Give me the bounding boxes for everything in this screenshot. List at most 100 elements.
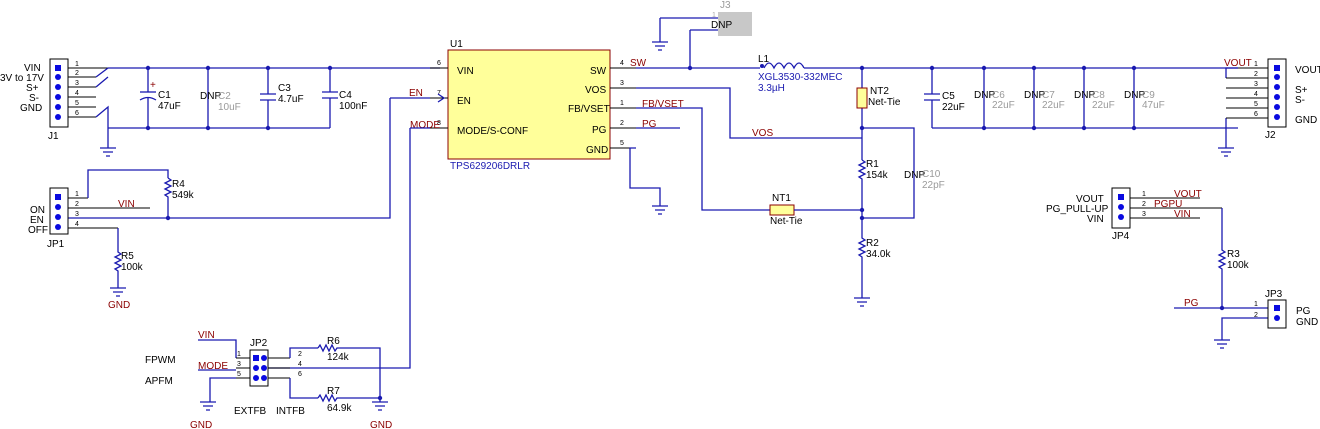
r2-ref: R2 (866, 238, 879, 249)
net-label-fb: FB/VSET (642, 99, 684, 110)
capacitor-c5: C5 22uF (924, 68, 965, 128)
net-label-vos: VOS (752, 128, 773, 139)
u1-pin-vin: VIN (457, 66, 474, 77)
j1-pin3: 3 (75, 80, 79, 87)
net-label-mode-jp2: MODE (198, 361, 228, 372)
c1-plus: + (150, 80, 156, 91)
u1-pinnum-6: 6 (437, 60, 441, 67)
jumper-jp1: 1 2 3 4 ON EN OFF JP1 (28, 187, 150, 250)
net-label-sw: SW (630, 58, 647, 69)
u1-pin-pg: PG (592, 125, 607, 136)
jumper-jp4: 1 2 3 VOUT PG_PULL-UP VIN JP4 VOUT PGPU … (1046, 187, 1222, 242)
jp2-pin3: 3 (237, 361, 241, 368)
net-label-gnd-r5: GND (108, 300, 130, 311)
r6-left-wire (289, 347, 318, 358)
c10-top-wire (862, 127, 915, 138)
u1-pin-sw: SW (590, 66, 607, 77)
jp2-pin5: 5 (237, 371, 241, 378)
jp1-pin4: 4 (75, 221, 79, 228)
net-tie-nt2 (856, 87, 868, 109)
resistor-r1: R1 154k (857, 159, 889, 210)
jp2-pin2: 2 (298, 351, 302, 358)
jp4-pin3: 3 (1142, 211, 1146, 218)
c2-value: 10uF (218, 102, 241, 113)
connector-j3: 1 J3 DNP (652, 0, 752, 71)
j1-label-vin: VIN (24, 63, 41, 74)
u1-pinnum-7: 7 (437, 90, 441, 97)
jp2-label-apfm: APFM (145, 376, 173, 387)
c10-ref: C10 (922, 169, 941, 180)
fb-wire (636, 107, 770, 211)
ground-symbol-u1 (652, 205, 668, 215)
r7-left-wire (289, 378, 318, 399)
l1-part: XGL3530-332MEC (758, 72, 843, 83)
j1-label-sminus: S- (29, 93, 39, 104)
u1-pinnum-5: 5 (620, 140, 624, 147)
net-tie-nt1: NT1 Net-Tie (769, 193, 862, 227)
c8-ref: C8 (1092, 90, 1105, 101)
r7-value: 64.9k (327, 403, 352, 414)
jumper-jp3: PG 1 2 PG GND JP3 (1174, 289, 1318, 349)
vos-wire (636, 87, 862, 139)
j1-pin4: 4 (75, 90, 79, 97)
j2-label-splus: S+ (1295, 85, 1308, 96)
r4-ref: R4 (172, 179, 185, 190)
j2-ref: J2 (1265, 130, 1276, 141)
r2-value: 34.0k (866, 249, 891, 260)
c6-dnp: DNP (974, 90, 995, 101)
jp2-label-fpwm: FPWM (145, 355, 176, 366)
c7-value: 22uF (1042, 100, 1065, 111)
jp2-label-intfb: INTFB (276, 406, 305, 417)
r5-ref: R5 (121, 251, 134, 262)
j1-label-gnd: GND (20, 103, 42, 114)
j1-pin6: 6 (75, 110, 79, 117)
r4-value: 549k (172, 190, 195, 201)
capacitor-c9: DNP C9 47uF (1124, 68, 1165, 128)
r3-ref: R3 (1227, 249, 1240, 260)
net-label-gnd-jp2: GND (190, 420, 212, 429)
jp4-ref: JP4 (1112, 231, 1130, 242)
net-label-vout-j2: VOUT (1224, 58, 1252, 69)
j1-pin2: 2 (75, 70, 79, 77)
capacitor-c8: DNP C8 22uF (1074, 68, 1115, 128)
j3-dnp: DNP (711, 20, 732, 31)
ground-symbol-j1 (100, 147, 116, 157)
r5-value: 100k (121, 262, 144, 273)
u1-pinnum-8: 8 (437, 120, 441, 127)
capacitor-c7: DNP C7 22uF (1024, 68, 1065, 128)
c8-dnp: DNP (1074, 90, 1095, 101)
u1-pinnum-1: 1 (620, 100, 624, 107)
r6-value: 124k (327, 352, 350, 363)
resistor-r4: R4 549k (163, 177, 195, 218)
u1-pin-mode: MODE/S-CONF (457, 126, 528, 137)
r1-value: 154k (866, 170, 889, 181)
capacitor-c4: C4 100nF (322, 68, 367, 128)
j2-pin4: 4 (1254, 91, 1258, 98)
l1-ref: L1 (758, 54, 770, 65)
capacitor-c10: DNP C10 22pF (862, 138, 945, 219)
jp3-pin2: 2 (1254, 312, 1258, 319)
j1-ref: J1 (48, 131, 59, 142)
jumper-jp2: VIN MODE GND 1 2 3 4 5 6 FPWM APFM EXTFB… (145, 330, 305, 429)
j1-label-splus: S+ (26, 83, 39, 94)
c9-value: 47uF (1142, 100, 1165, 111)
r1-ref: R1 (866, 159, 879, 170)
j3-dnp-body (718, 12, 752, 36)
c1-value: 47uF (158, 101, 181, 112)
u1-pinnum-3: 3 (620, 80, 624, 87)
j3-ref: J3 (720, 0, 731, 11)
j2-pin5: 5 (1254, 101, 1258, 108)
jp4-pin1: 1 (1142, 191, 1146, 198)
c6-ref: C6 (992, 90, 1005, 101)
capacitor-c3: C3 4.7uF (260, 68, 304, 128)
u1-pin-gnd: GND (586, 145, 608, 156)
en-to-jp1-wire (68, 98, 391, 219)
c2-dnp: DNP (200, 91, 221, 102)
en-arrow (437, 93, 446, 103)
nt2-part: Net-Tie (868, 97, 901, 108)
u1-part: TPS629206DRLR (450, 161, 530, 172)
mode-wire (268, 127, 430, 369)
nt1-ref: NT1 (772, 193, 791, 204)
ground-symbol-jp2 (372, 401, 388, 411)
